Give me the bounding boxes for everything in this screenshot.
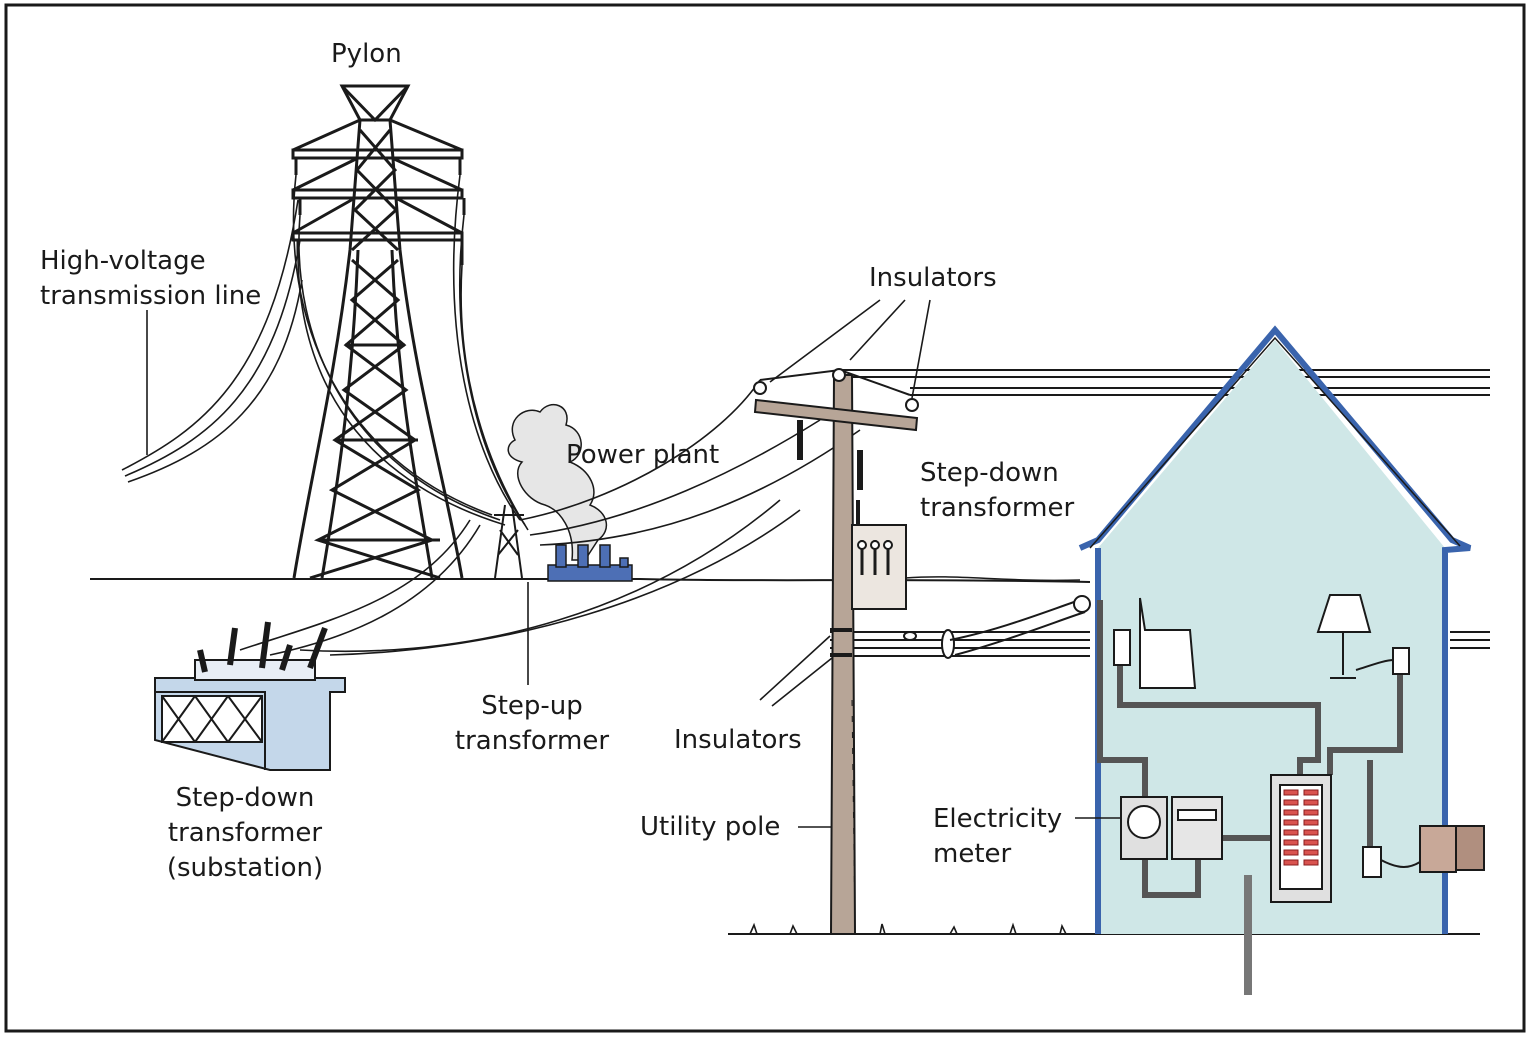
power-plant <box>547 544 633 582</box>
insulators-bottom-label: Insulators <box>674 725 802 755</box>
utility-pole-label: Utility pole <box>640 812 781 842</box>
stepup-transformer-label: Step-up transformer <box>452 689 612 759</box>
lower-insulators <box>830 628 955 659</box>
pole-wires-left <box>519 379 861 546</box>
pylon <box>291 84 464 580</box>
pole-transformer-label: Step-down transformer <box>920 456 1074 526</box>
hv-lines-left <box>121 199 303 483</box>
utility-pole <box>753 368 919 935</box>
power-plant-label: Power plant <box>566 440 720 470</box>
insulator-leaders <box>759 299 931 828</box>
insulators-top-label: Insulators <box>869 263 997 293</box>
meter-label-line1: Electricity <box>933 804 1063 834</box>
substation-label-line2: transformer <box>167 818 323 848</box>
overhead-lines-right <box>759 368 1490 657</box>
substation-label: Step-down transformer (substation) <box>160 781 330 886</box>
service-drop <box>949 595 1091 656</box>
power-plant-smoke <box>507 403 608 561</box>
pylon-insulators <box>294 158 466 265</box>
stepup-label-line1: Step-up <box>481 691 583 721</box>
electricity-meter-label: Electricity meter <box>933 802 1062 872</box>
stepup-label-line2: transformer <box>454 726 610 756</box>
stepup-tower <box>494 504 524 579</box>
hv-line-label-line2: transmission line <box>40 281 262 311</box>
pole-transformer-label-line1: Step-down <box>920 458 1059 488</box>
substation-label-line1: Step-down <box>175 783 315 813</box>
pole-transformer <box>851 500 907 610</box>
hv-line-label-line1: High-voltage <box>40 246 206 276</box>
frame-border <box>4 3 1526 1033</box>
meter-label-line2: meter <box>933 839 1012 869</box>
pylon-label: Pylon <box>331 39 402 69</box>
house-interior <box>1075 594 1485 995</box>
pole-transformer-label-line2: transformer <box>920 493 1075 523</box>
hv-line-label: High-voltage transmission line <box>40 244 261 314</box>
hv-lines-pylon <box>239 174 801 656</box>
substation-label-line3: (substation) <box>166 853 324 883</box>
substation-transformer <box>154 621 346 771</box>
